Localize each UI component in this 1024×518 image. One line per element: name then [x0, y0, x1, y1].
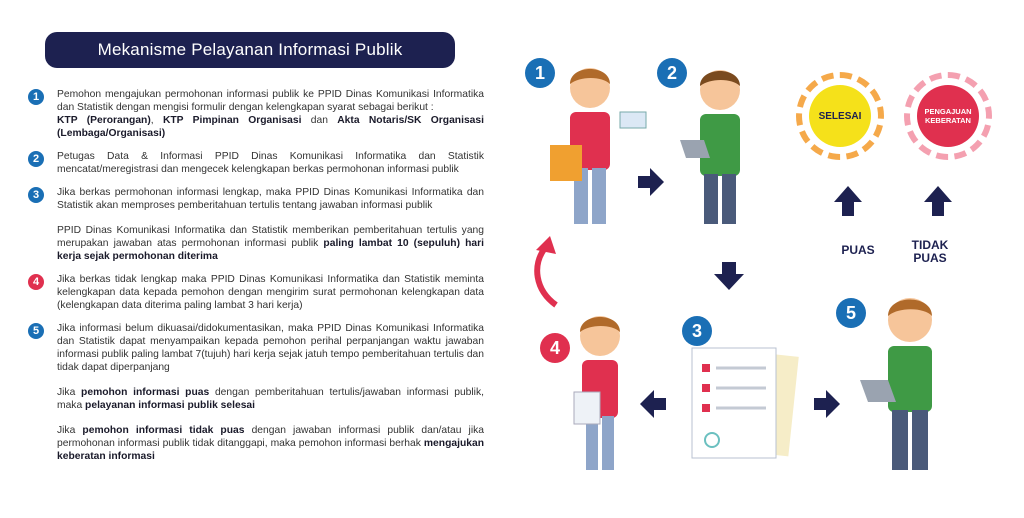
text: Jika [57, 387, 82, 398]
bold-text: pelayanan informasi publik selesai [85, 400, 256, 411]
arrow-up-icon [834, 186, 862, 216]
selesai-circle: SELESAI [809, 85, 871, 147]
step-paragraph: Jika informasi belum dikuasai/didokument… [57, 322, 484, 374]
bold-text: pemohon informasi tidak puas [82, 425, 245, 436]
document-illustration [691, 347, 799, 459]
step-item-1: 1 Pemohon mengajukan permohonan informasi… [28, 88, 484, 140]
step-item-2: 2 Petugas Data & Informasi PPID Dinas Kom… [28, 150, 484, 176]
step-item-4: 4 Jika berkas tidak lengkap maka PPID Din… [28, 273, 484, 312]
bold-text: Akta Notaris/SK Organisasi (Lembaga/Orga… [57, 115, 484, 139]
selesai-outer: SELESAI [796, 72, 884, 160]
curved-arrow-icon [534, 246, 558, 308]
bold-text: KTP Pimpinan Organisasi [162, 115, 302, 126]
text: PPID Dinas Komunikasi Informatika dan St… [57, 225, 484, 249]
step-paragraph: Jika berkas permohonan informasi lengkap… [57, 186, 484, 212]
step-paragraph: Pemohon mengajukan permohonan informasi … [57, 88, 484, 114]
puas-label: PUAS [841, 243, 875, 257]
step-paragraph: Petugas Data & Informasi PPID Dinas Komu… [57, 150, 484, 176]
arrow-right-icon [638, 168, 664, 196]
person-incomplete-illustration [573, 316, 620, 470]
step-number-badge: 2 [28, 151, 44, 167]
steps-list: 1 Pemohon mengajukan permohonan informasi… [28, 88, 484, 473]
step-number-badge: 5 [28, 323, 44, 339]
arrow-left-icon [640, 390, 666, 418]
text: Jika [57, 425, 83, 436]
step-badge-5: 5 [836, 298, 866, 328]
person-officer-illustration [680, 70, 740, 224]
text: Jika informasi belum dikuasai/didokument… [57, 323, 484, 373]
person-laptop-illustration [860, 298, 932, 470]
text: Jika berkas permohonan informasi lengkap… [57, 187, 484, 211]
step-paragraph: KTP (Perorangan), KTP Pimpinan Organisas… [57, 114, 484, 140]
bold-text: pemohon informasi puas [81, 387, 210, 398]
text: Pemohon mengajukan permohonan informasi … [57, 89, 484, 113]
person-applicant-illustration [550, 68, 647, 224]
arrow-down-icon [714, 262, 744, 290]
keberatan-outer: PENGAJUAN KEBERATAN [904, 72, 992, 160]
text: Jika berkas tidak lengkap maka PPID Dina… [57, 274, 484, 311]
step-paragraph: Jika pemohon informasi tidak puas dengan… [57, 424, 484, 463]
step-paragraph: Jika berkas tidak lengkap maka PPID Dina… [57, 273, 484, 312]
step-number-badge: 4 [28, 274, 44, 290]
step-badge-4: 4 [540, 333, 570, 363]
step-badge-1: 1 [525, 58, 555, 88]
text: Petugas Data & Informasi PPID Dinas Komu… [57, 151, 484, 175]
arrow-up-icon [924, 186, 952, 216]
step-item-3: 3 Jika berkas permohonan informasi lengka… [28, 186, 484, 263]
arrow-right-icon [814, 390, 840, 418]
text: dan [301, 115, 338, 126]
text: dengan jawaban informasi publik dan/atau… [57, 425, 484, 449]
bold-text: mengajukan keberatan informasi [57, 438, 484, 462]
text: , [150, 115, 163, 126]
tidak-puas-label: TIDAK PUAS [911, 238, 949, 265]
bold-text: paling lambat 10 (sepuluh) hari kerja se… [57, 238, 484, 262]
step-badge-3: 3 [682, 316, 712, 346]
keberatan-circle: PENGAJUAN KEBERATAN [917, 85, 979, 147]
bold-text: KTP (Perorangan) [57, 115, 151, 126]
step-number-badge: 1 [28, 89, 44, 105]
page-title: Mekanisme Pelayanan Informasi Publik [45, 32, 455, 68]
step-paragraph: PPID Dinas Komunikasi Informatika dan St… [57, 224, 484, 263]
step-paragraph: Jika pemohon informasi puas dengan pembe… [57, 386, 484, 412]
text: dengan pemberitahuan tertulis/jawaban in… [57, 387, 484, 411]
step-badge-2: 2 [657, 58, 687, 88]
step-number-badge: 3 [28, 187, 44, 203]
step-item-5: 5 Jika informasi belum dikuasai/didokumen… [28, 322, 484, 463]
